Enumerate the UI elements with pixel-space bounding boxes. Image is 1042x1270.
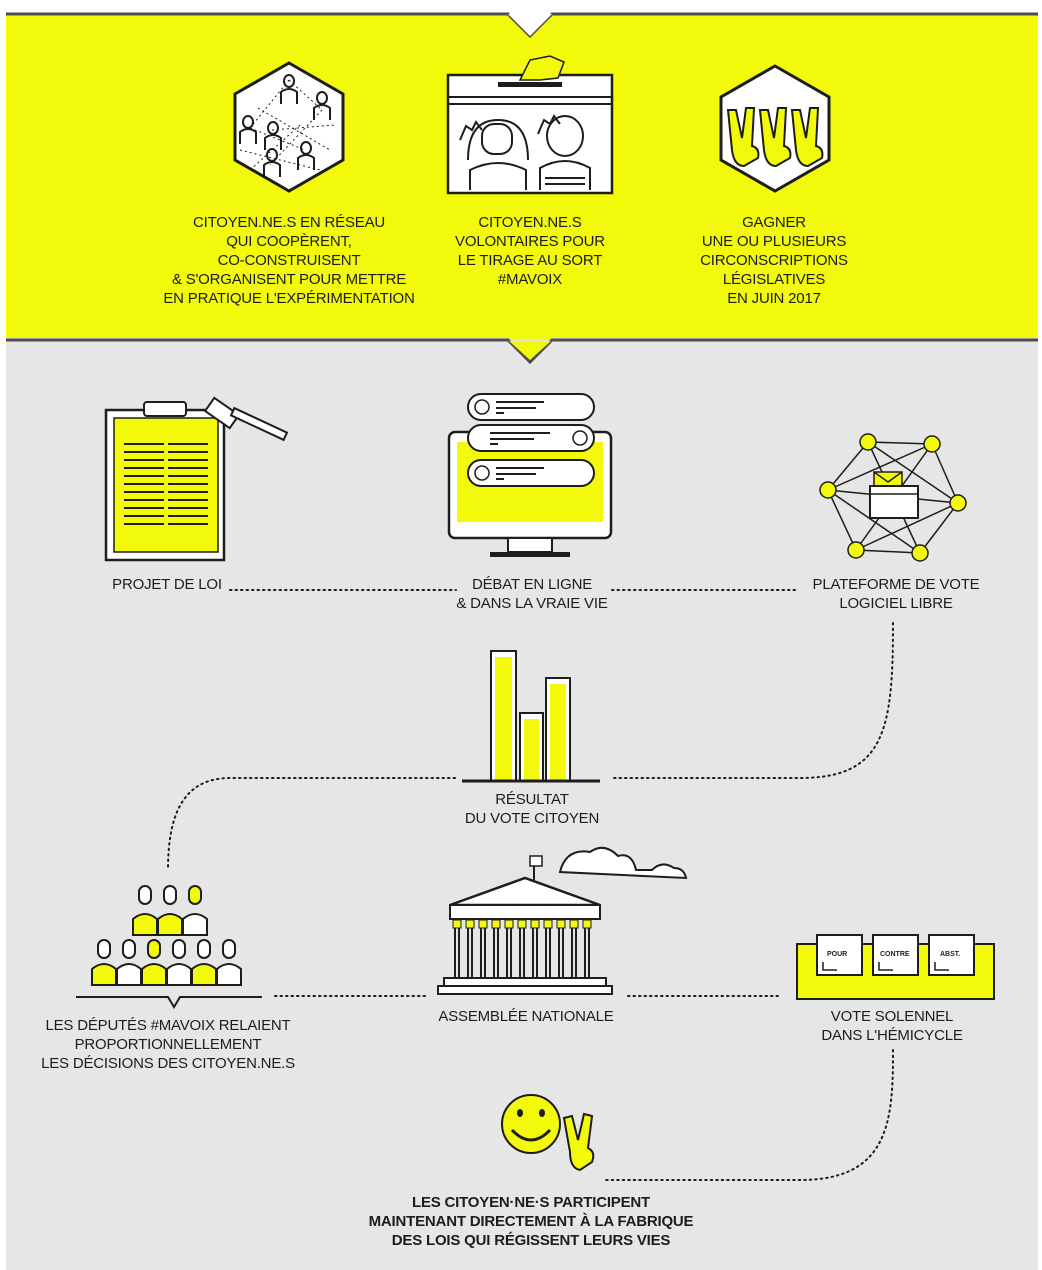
assemblee-label: ASSEMBLÉE NATIONALE: [438, 1008, 614, 1025]
ballot-option-pour: POUR: [827, 951, 847, 958]
bar-chart-icon: [462, 650, 600, 783]
monitor-chat-icon: [447, 393, 613, 557]
ballot-option-contre: CONTRE: [880, 951, 910, 958]
debat-label: DÉBAT EN LIGNE& DANS LA VRAIE VIE: [456, 576, 608, 612]
flow-connectors: [167, 589, 894, 1181]
victory-hands-icon: [719, 64, 831, 193]
clipboard-gavel-icon: [104, 396, 289, 562]
ballot-boxes-icon: POUR CONTRE ABST.: [796, 934, 995, 1000]
deputies-group-icon: [76, 885, 262, 1009]
citizen-network-icon: [233, 61, 345, 193]
ballot-option-abst: ABST.: [940, 951, 960, 958]
ballot-box-icon: [446, 55, 614, 195]
assembly-building-icon: [437, 846, 688, 995]
vote-network-icon: [819, 433, 967, 562]
smiley-victory-icon: [501, 1094, 595, 1172]
projet-de-loi-label: PROJET DE LOI: [112, 576, 222, 593]
